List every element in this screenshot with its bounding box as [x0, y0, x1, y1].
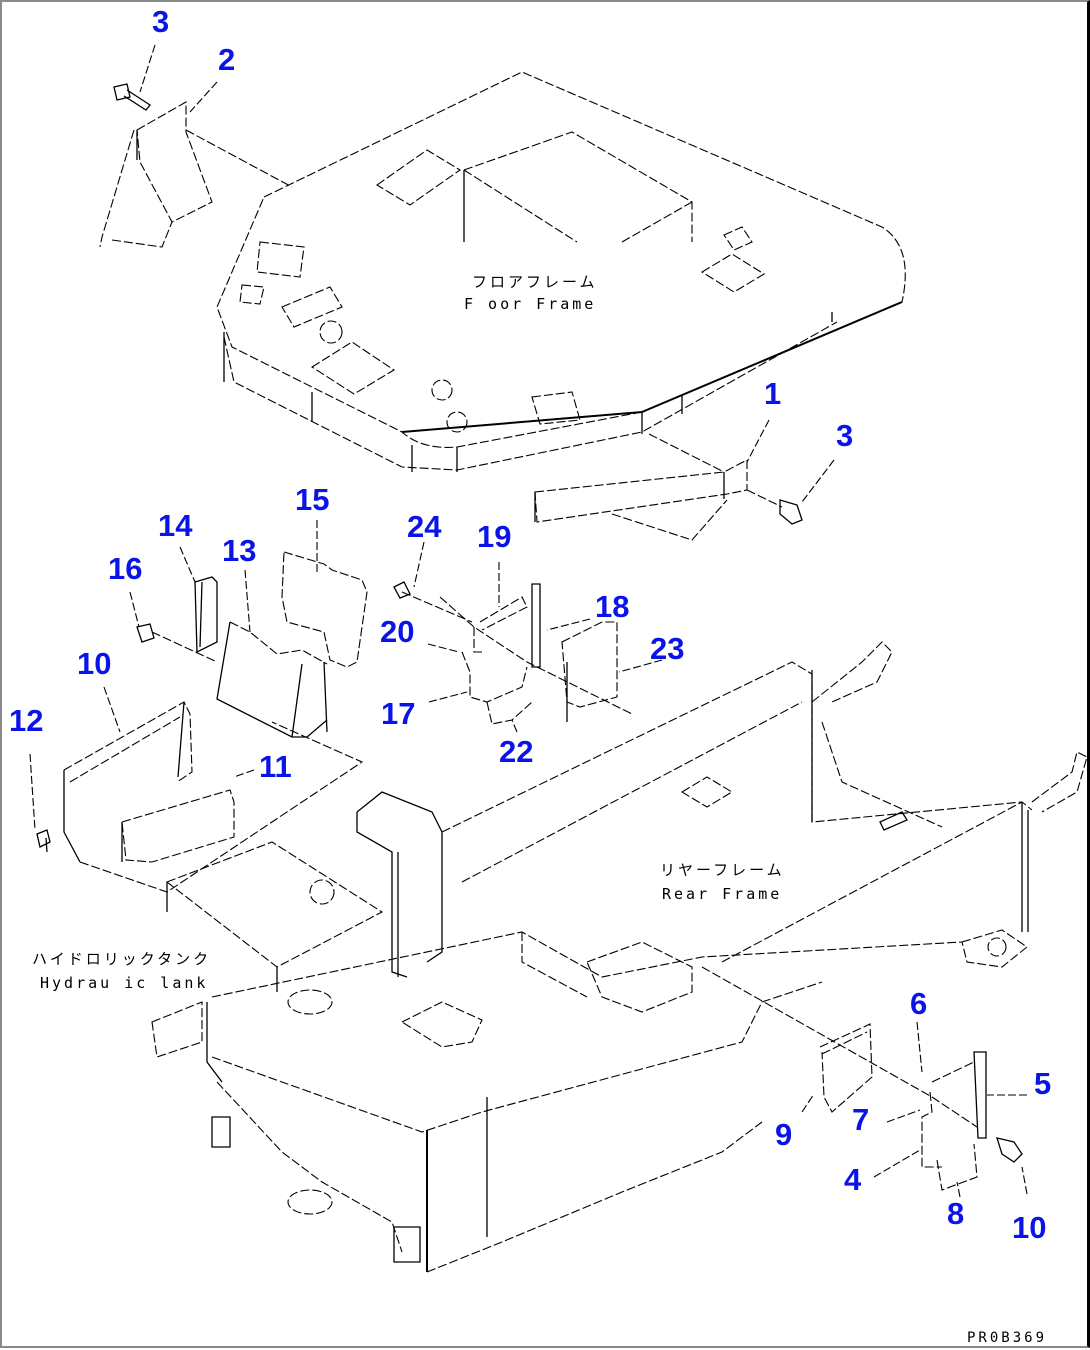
hydraulic-tank-label-ja: ハイドロリックタンク: [32, 950, 211, 968]
callout-9[interactable]: 9: [775, 1117, 792, 1152]
callout-3-top[interactable]: 3: [152, 4, 169, 39]
hydraulic-tank-label-en: Hydrau ic lank: [40, 974, 208, 992]
callout-11[interactable]: 10: [77, 646, 111, 681]
callout-23[interactable]: 23: [650, 631, 684, 666]
rear-frame: リヤーフレーム Rear Frame: [441, 641, 1088, 968]
callout-16[interactable]: 15: [295, 482, 329, 517]
callout-19[interactable]: 18: [595, 589, 629, 624]
callout-6[interactable]: 6: [910, 986, 927, 1021]
callout-7[interactable]: 7: [852, 1102, 869, 1137]
callout-18[interactable]: 17: [381, 696, 415, 731]
cover-group-center: [393, 581, 633, 725]
leader-lines: [29, 44, 1028, 1198]
callout-22[interactable]: 22: [499, 734, 533, 769]
callout-1[interactable]: 1: [764, 376, 781, 411]
callout-15[interactable]: 14: [158, 508, 193, 543]
cover-group-left: [36, 551, 368, 893]
callout-5[interactable]: 5: [1034, 1066, 1051, 1101]
callout-13[interactable]: 12: [9, 703, 43, 738]
drawing-number: PR0B369: [967, 1330, 1047, 1346]
callout-4[interactable]: 4: [844, 1162, 862, 1197]
cover-group-right: [701, 966, 1023, 1191]
main-chassis: ハイドロリックタンク Hydrau ic lank: [32, 791, 963, 1273]
floor-frame-label-ja: フロアフレーム: [472, 273, 598, 291]
rear-frame-label-en: Rear Frame: [662, 885, 782, 903]
callout-8[interactable]: 8: [947, 1196, 964, 1231]
floor-frame: フロアフレーム F oor Frame: [216, 71, 906, 472]
callout-17[interactable]: 16: [108, 551, 142, 586]
callout-24[interactable]: 24: [407, 509, 442, 544]
callouts: 3 2 1 3 15 14 13 16 10 11 12 24 19 18 20…: [9, 4, 1051, 1245]
callout-10[interactable]: 10: [1012, 1210, 1046, 1245]
floor-frame-label-en: F oor Frame: [464, 295, 596, 313]
callout-20[interactable]: 19: [477, 519, 511, 554]
callout-3-right[interactable]: 3: [836, 418, 853, 453]
bolt-icon: [113, 83, 151, 111]
bracket-part-1: [534, 433, 803, 541]
rear-frame-label-ja: リヤーフレーム: [660, 861, 785, 879]
callout-2[interactable]: 2: [218, 42, 235, 77]
bracket-part-2: [99, 101, 293, 248]
callout-21[interactable]: 20: [380, 614, 414, 649]
callout-12[interactable]: 11: [259, 749, 292, 784]
callout-14[interactable]: 13: [222, 533, 256, 568]
